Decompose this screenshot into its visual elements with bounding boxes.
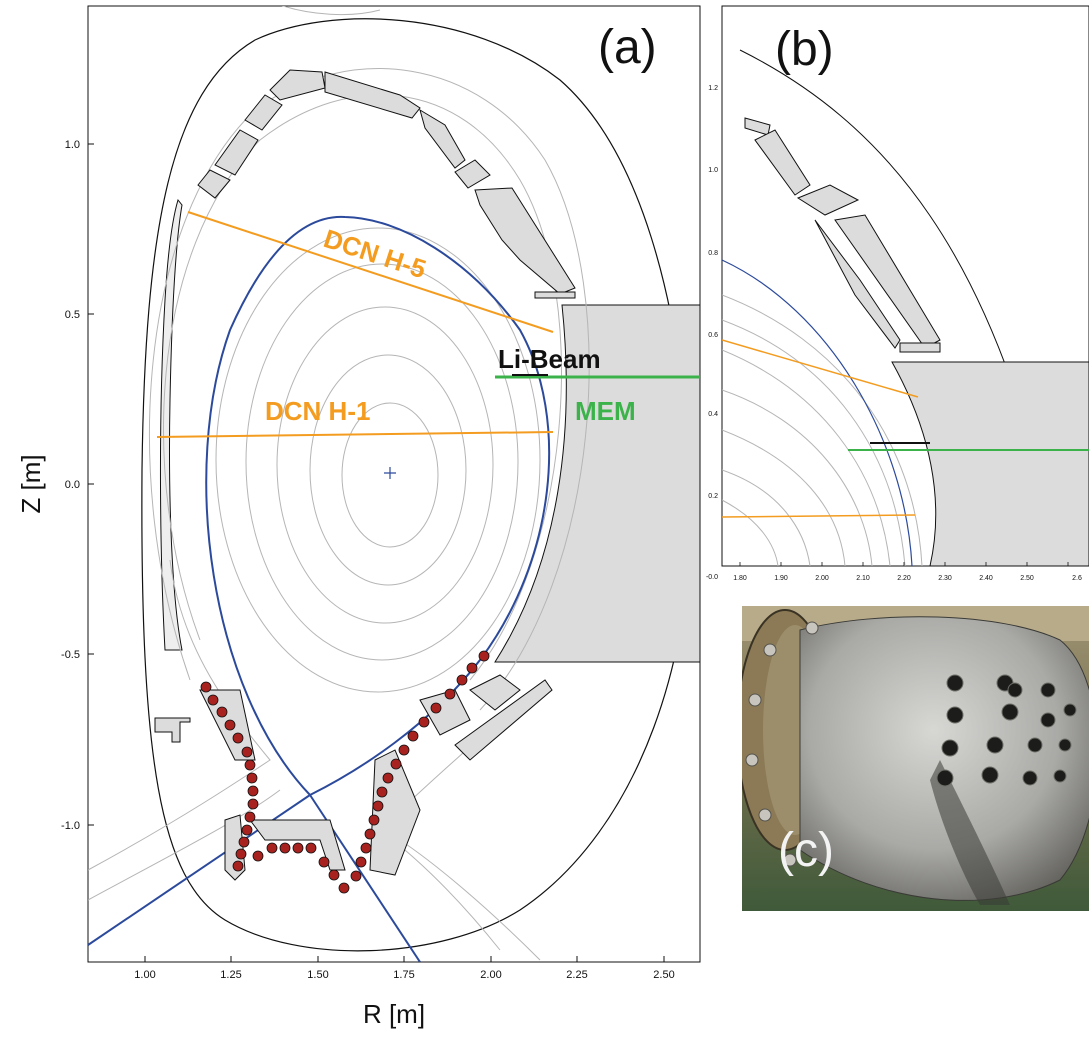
panel-a: DCN H-5 DCN H-1 Li-Beam MEM (a) 1.00 1.2… (16, 5, 701, 1029)
flange-bolts (745, 621, 819, 867)
ytick-b-2: 0.8 (708, 250, 718, 257)
panel-b-dcn-h5 (722, 339, 919, 398)
probe-head (799, 616, 1089, 901)
panel-c-photo: (c) (742, 606, 1089, 911)
xtick-a-0: 1.00 (134, 969, 155, 981)
xtick-a-4: 2.00 (480, 969, 501, 981)
x-axis-title: R [m] (363, 999, 425, 1029)
separatrix (205, 215, 551, 797)
outer-contour (141, 18, 692, 952)
ytick-b-0: 1.2 (708, 85, 718, 92)
panel-b-ticks (739, 562, 1069, 566)
ytick-a-1: 0.5 (65, 309, 80, 321)
xtick-b-1: 1.90 (774, 575, 788, 582)
xtick-a-3: 1.75 (393, 969, 414, 981)
probe-head-shadow (930, 760, 1010, 905)
panel-b-tiles (744, 117, 941, 353)
port-structure (494, 304, 700, 663)
ytick-a-4: -1.0 (61, 820, 80, 832)
panel-a-ticks (88, 143, 665, 962)
dcn-h1-label: DCN H-1 (265, 396, 370, 426)
panel-b-flux-surfaces (722, 294, 923, 566)
upper-tiles (197, 69, 576, 299)
xtick-b-0: 1.80 (733, 575, 747, 582)
xtick-b-7: 2.50 (1020, 575, 1034, 582)
y-axis-title: Z [m] (16, 454, 46, 513)
xtick-b-4: 2.20 (897, 575, 911, 582)
panel-b-label: (b) (775, 23, 834, 76)
li-beam-label: Li-Beam (498, 344, 601, 374)
dcn-h5-line (187, 211, 554, 333)
dcn-h1-line (156, 431, 554, 438)
xtick-a-2: 1.50 (307, 969, 328, 981)
xtick-a-1: 1.25 (220, 969, 241, 981)
panel-b-dcn-h1 (722, 514, 916, 518)
panel-b: (b) 1.80 1.90 2.00 2.10 2.20 2.30 2.40 2… (706, 5, 1089, 582)
ytick-a-2: 0.0 (65, 479, 80, 491)
xtick-b-2: 2.00 (815, 575, 829, 582)
probe-pins (936, 674, 1077, 787)
ytick-a-3: -0.5 (61, 649, 80, 661)
ytick-b-3: 0.6 (708, 332, 718, 339)
xtick-b-6: 2.40 (979, 575, 993, 582)
ytick-a-0: 1.0 (65, 139, 80, 151)
ytick-b-1: 1.0 (708, 167, 718, 174)
magnetic-axis-icon (384, 467, 396, 479)
panel-c-label: (c) (778, 824, 834, 877)
lower-divertor (154, 674, 553, 881)
ytick-b-6: -0.0 (706, 574, 718, 581)
langmuir-probes (200, 650, 490, 894)
mem-label: MEM (575, 396, 636, 426)
xtick-a-6: 2.50 (653, 969, 674, 981)
xtick-b-8: 2.6 (1072, 575, 1082, 582)
xtick-b-5: 2.30 (938, 575, 952, 582)
ytick-b-4: 0.4 (708, 411, 718, 418)
xtick-a-5: 2.25 (566, 969, 587, 981)
panel-a-label: (a) (598, 21, 657, 74)
ytick-b-5: 0.2 (708, 493, 718, 500)
inner-wall (159, 198, 183, 651)
xtick-b-3: 2.10 (856, 575, 870, 582)
